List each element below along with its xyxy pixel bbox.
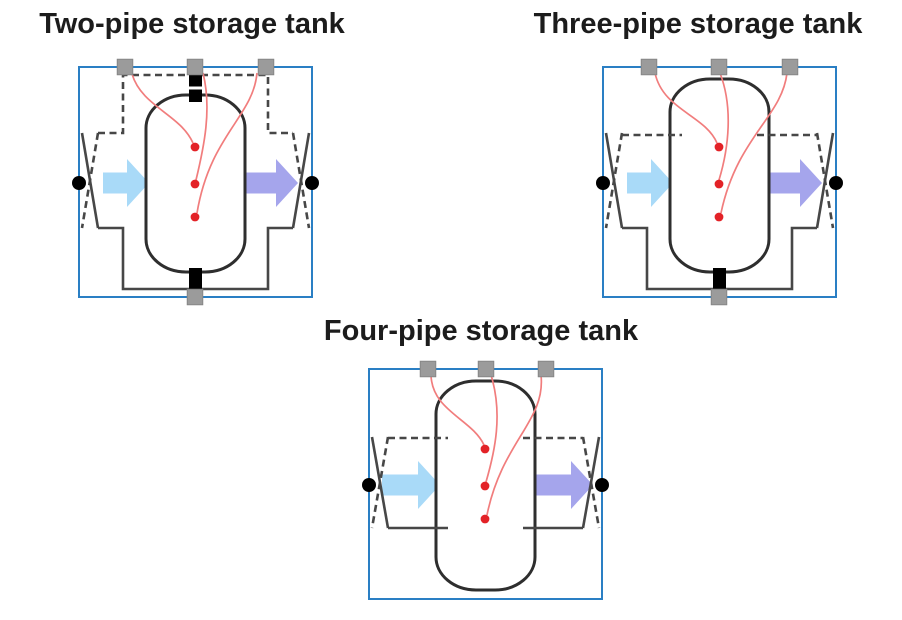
supply-flow-arrow-icon [627, 159, 673, 207]
temperature-sensor-dot-3 [480, 514, 490, 524]
heat-port-connector-top-1[interactable] [419, 360, 437, 378]
heat-port-connector-top-2[interactable] [710, 58, 728, 76]
valve-icon-left [80, 132, 100, 229]
supply-flow-arrow-icon [382, 461, 440, 509]
temperature-sensor-line-3 [720, 72, 788, 214]
temperature-sensor-dot-1 [480, 444, 490, 454]
temperature-sensor-line-3 [196, 72, 258, 214]
heat-port-connector-top-1[interactable] [116, 58, 134, 76]
return-flow-arrow-icon [242, 159, 298, 207]
heat-port-connector-top-2[interactable] [186, 58, 204, 76]
heat-port-connector-top-3[interactable] [257, 58, 275, 76]
tank-bottom-nozzle [189, 268, 202, 292]
heat-port-connector-bottom[interactable] [710, 288, 728, 306]
heat-port-connector-top-2[interactable] [477, 360, 495, 378]
four-pipe-tank-title: Four-pipe storage tank [323, 315, 639, 347]
temperature-sensor-line-1 [654, 72, 718, 144]
valve-icon-left [370, 436, 390, 529]
temperature-sensor-line-2 [485, 374, 498, 483]
temperature-sensor-dot-2 [480, 481, 490, 491]
temperature-sensor-line-2 [718, 72, 730, 181]
valve-icon-right [581, 436, 601, 529]
supply-flow-arrow-icon [103, 159, 149, 207]
heat-port-connector-top-3[interactable] [781, 58, 799, 76]
fluid-port-outlet[interactable] [305, 176, 319, 190]
temperature-sensor-line-3 [486, 374, 543, 516]
temperature-sensor-dot-3 [190, 212, 200, 222]
temperature-sensor-dot-2 [190, 179, 200, 189]
fluid-port-inlet[interactable] [72, 176, 86, 190]
valve-icon-right [815, 132, 835, 229]
return-flow-arrow-icon [766, 159, 822, 207]
valve-icon-left [604, 132, 624, 229]
fluid-port-inlet[interactable] [362, 478, 376, 492]
temperature-sensor-dot-1 [190, 142, 200, 152]
temperature-sensor-dot-3 [714, 212, 724, 222]
fluid-port-inlet[interactable] [596, 176, 610, 190]
fluid-port-outlet[interactable] [829, 176, 843, 190]
temperature-sensor-dot-1 [714, 142, 724, 152]
return-flow-arrow-icon [533, 461, 593, 509]
two-pipe-tank-title: Two-pipe storage tank [39, 8, 345, 40]
three-pipe-tank-title: Three-pipe storage tank [533, 8, 863, 40]
temperature-sensor-line-1 [131, 73, 194, 144]
heat-port-connector-top-1[interactable] [640, 58, 658, 76]
temperature-sensor-line-1 [430, 374, 485, 446]
fluid-port-outlet[interactable] [595, 478, 609, 492]
temperature-sensor-dot-2 [714, 179, 724, 189]
four-pipe-storage-tank-diagram[interactable] [357, 357, 614, 611]
tank-top-nozzle-gap [187, 86, 204, 90]
tank-bottom-nozzle [713, 268, 726, 292]
heat-port-connector-bottom[interactable] [186, 288, 204, 306]
three-pipe-storage-tank-diagram[interactable] [591, 55, 848, 309]
temperature-sensor-line-2 [195, 72, 208, 181]
two-pipe-storage-tank-diagram[interactable] [67, 55, 324, 309]
heat-port-connector-top-3[interactable] [537, 360, 555, 378]
valve-icon-right [291, 132, 311, 229]
